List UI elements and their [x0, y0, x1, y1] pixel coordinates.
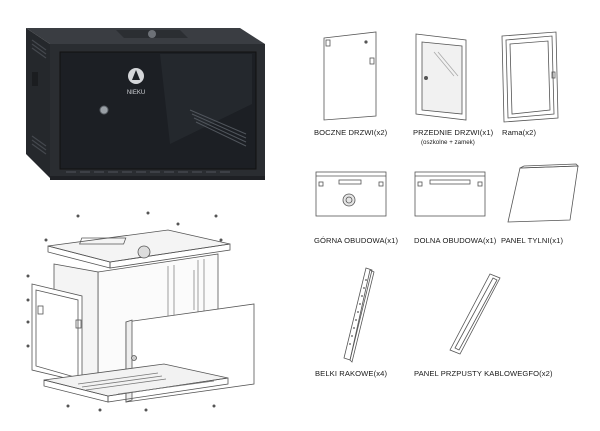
front-door-drawing: [415, 33, 467, 121]
top-cover-label: GÓRNA OBUDOWA(x1): [314, 236, 399, 245]
back-panel-label: PANEL TYLNI(x1): [501, 236, 564, 245]
frame-drawing: [501, 31, 559, 123]
nieku-logo: [128, 68, 144, 84]
top-cover-drawing: [315, 171, 387, 217]
front-door-note: (oszkolne + zamek): [421, 139, 475, 146]
back-panel-drawing: [507, 163, 579, 223]
bottom-cover-drawing: [414, 171, 486, 217]
lock-icon: [99, 105, 109, 115]
cable-panel-drawing: [449, 273, 501, 355]
cable-panel-label: PANEL PRZPUSTY KABLOWEGFO(x2): [414, 369, 553, 378]
front-door-label: PRZEDNIE DRZWI(x1): [413, 128, 494, 137]
bottom-cover-label: DOLNA OBUDOWA(x1): [414, 236, 497, 245]
frame-label: Rama(x2): [502, 128, 537, 137]
cabinet-photo: NIEKU: [26, 28, 265, 180]
side-door-drawing: [323, 31, 377, 121]
rack-rail-drawing: [343, 267, 375, 363]
rack-rails-label: BELKI RAKOWE(x4): [315, 369, 388, 378]
side-doors-label: BOCZNE DRZWI(x2): [314, 128, 388, 137]
logo-text: NIEKU: [127, 90, 145, 96]
exploded-view-diagram: [26, 211, 255, 412]
